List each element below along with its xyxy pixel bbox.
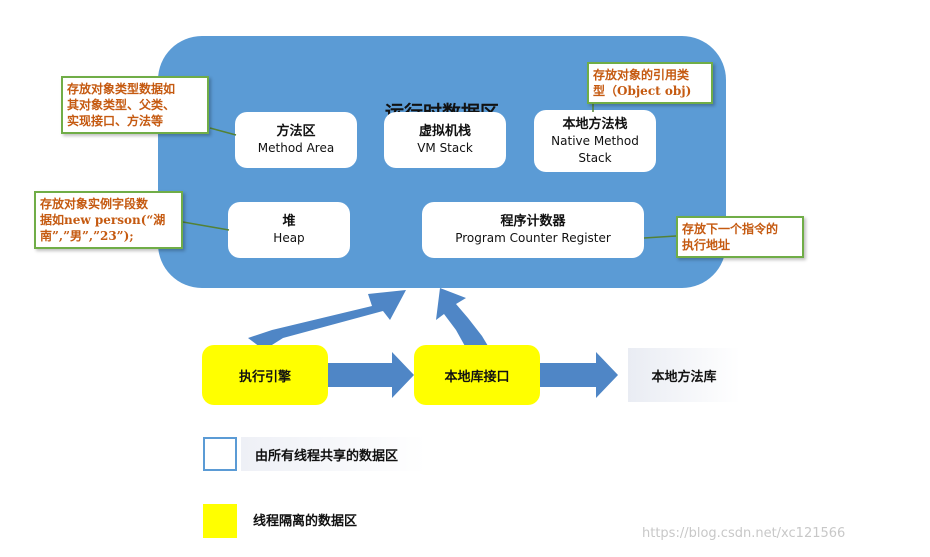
native-method-stack-en-label-2: Stack <box>578 150 612 165</box>
legend-isolated-swatch <box>203 504 237 538</box>
legend-shared-swatch <box>203 437 237 471</box>
vm-stack-box: 虚拟机栈 VM Stack <box>384 112 506 168</box>
program-counter-box: 程序计数器 Program Counter Register <box>422 202 644 258</box>
native-interface-label: 本地库接口 <box>444 369 510 385</box>
program-counter-note-line-1: 存放下一个指令的 <box>682 222 779 236</box>
interface-to-runtime-arrow <box>436 288 488 348</box>
heap-note: 存放对象实例字段数 据如new person(“湖 南”,”男”,”23”); <box>34 191 183 249</box>
program-counter-note-connector <box>643 235 677 239</box>
native-method-stack-cn-label: 本地方法栈 <box>562 116 628 132</box>
native-method-stack-en-label-1: Native Method <box>551 133 639 148</box>
program-counter-note-line-2: 执行地址 <box>682 238 731 252</box>
legend-shared-label: 由所有线程共享的数据区 <box>255 448 399 464</box>
native-stack-note: 存放对象的引用类 型（Object obj) <box>587 62 713 104</box>
method-area-en-label: Method Area <box>257 141 335 155</box>
legend-shared-label-box: 由所有线程共享的数据区 <box>241 437 426 471</box>
legend-isolated-label: 线程隔离的数据区 <box>253 514 358 529</box>
native-library-box: 本地方法库 <box>628 348 740 402</box>
watermark: https://blog.csdn.net/xc121566 <box>642 526 846 541</box>
method-area-cn-label: 方法区 <box>276 124 316 139</box>
program-counter-en-label: Program Counter Register <box>455 231 611 245</box>
heap-note-line-3: 南”,”男”,”23”); <box>40 229 134 243</box>
interface-to-library-arrow <box>540 352 618 398</box>
native-library-label: 本地方法库 <box>651 369 717 385</box>
program-counter-note: 存放下一个指令的 执行地址 <box>676 216 804 258</box>
vm-stack-cn-label: 虚拟机栈 <box>418 124 471 139</box>
heap-note-line-2: 据如new person(“湖 <box>40 213 166 227</box>
execution-engine-label: 执行引擎 <box>238 369 291 385</box>
native-interface-box: 本地库接口 <box>414 345 540 405</box>
vm-stack-en-label: VM Stack <box>417 141 473 155</box>
program-counter-cn-label: 程序计数器 <box>500 214 566 229</box>
heap-en-label: Heap <box>273 231 305 245</box>
native-stack-note-line-1: 存放对象的引用类 <box>593 68 690 82</box>
heap-note-connector <box>182 221 230 231</box>
native-method-stack-box: 本地方法栈 Native Method Stack <box>534 110 656 172</box>
execution-engine-box: 执行引擎 <box>202 345 328 405</box>
method-area-note-line-1: 存放对象类型数据如 <box>67 82 176 96</box>
method-area-box: 方法区 Method Area <box>235 112 357 168</box>
engine-to-runtime-arrow <box>248 290 406 350</box>
method-area-note-line-2: 其对象类型、父类、 <box>67 98 176 112</box>
method-area-note-line-3: 实现接口、方法等 <box>67 114 164 128</box>
method-area-note: 存放对象类型数据如 其对象类型、父类、 实现接口、方法等 <box>61 76 209 134</box>
heap-note-line-1: 存放对象实例字段数 <box>40 197 149 211</box>
heap-box: 堆 Heap <box>228 202 350 258</box>
method-area-note-connector <box>209 127 237 136</box>
heap-cn-label: 堆 <box>282 214 296 229</box>
engine-to-interface-arrow <box>328 352 414 398</box>
native-stack-note-line-2: 型（Object obj) <box>593 84 692 98</box>
